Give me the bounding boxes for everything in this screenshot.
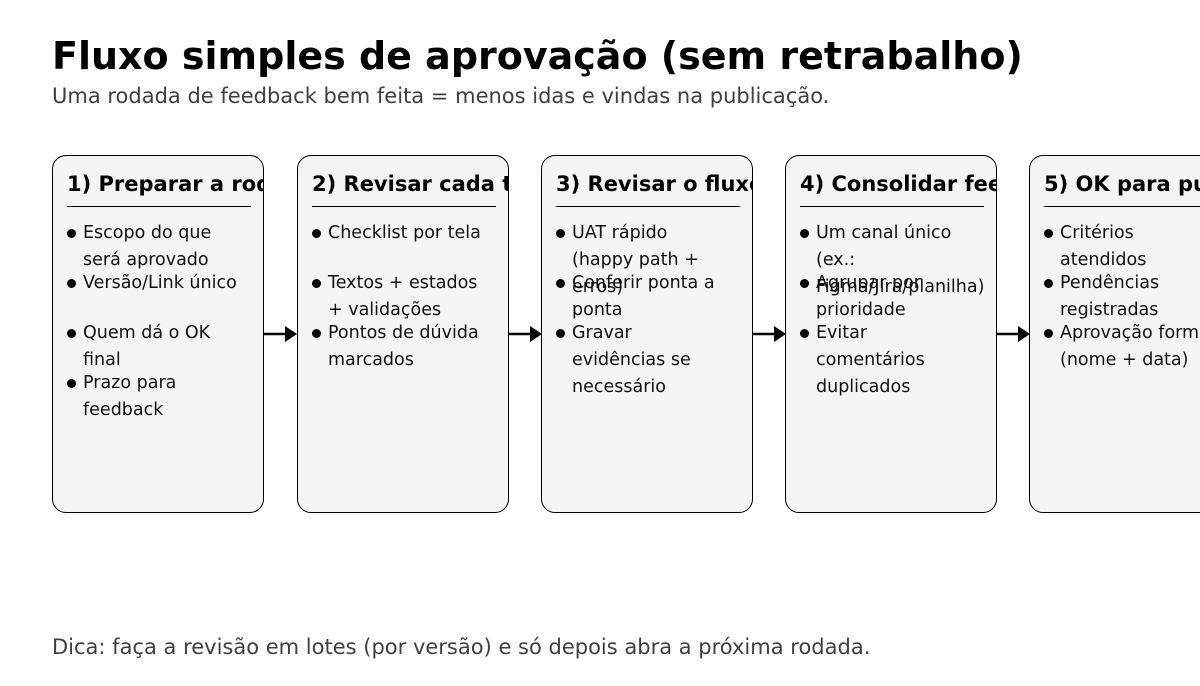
step-item: Conferir ponta a ponta [572, 273, 715, 320]
bullet-icon [800, 279, 809, 288]
bullet-icon [67, 379, 76, 388]
bullet-icon [312, 329, 321, 338]
step-card-2: 2) Revisar cada tela Checklist por tela … [297, 155, 509, 513]
step-item: Pontos de dúvida marcados [328, 323, 479, 370]
step-divider [67, 206, 251, 207]
bullet-icon [67, 229, 76, 238]
tip-text: Dica: faça a revisão em lotes (por versã… [52, 635, 871, 659]
step-item: Prazo para feedback [83, 373, 177, 420]
step-divider [800, 206, 984, 207]
step-item: Versão/Link único [83, 273, 237, 293]
bullet-icon [556, 229, 565, 238]
step-item: Agrupar por prioridade [816, 273, 921, 320]
step-item: Textos + estados + validações [328, 273, 478, 320]
step-card-4: 4) Consolidar feedback Um canal único (e… [785, 155, 997, 513]
step-item: Um canal único (ex.: Figma/Jira/planilha… [816, 223, 985, 297]
arrow-right-icon [997, 326, 1030, 342]
step-divider [312, 206, 496, 207]
step-card-3: 3) Revisar o fluxo UAT rápido (happy pat… [541, 155, 753, 513]
step-item: Critérios atendidos [1060, 223, 1147, 270]
step-title: 3) Revisar o fluxo [556, 172, 753, 196]
step-title: 5) OK para publicar [1044, 172, 1200, 196]
arrow-right-icon [264, 326, 297, 342]
bullet-icon [800, 329, 809, 338]
bullet-icon [1044, 279, 1053, 288]
bullet-icon [556, 279, 565, 288]
step-item: Checklist por tela [328, 223, 481, 243]
bullet-icon [312, 229, 321, 238]
arrow-right-icon [509, 326, 542, 342]
step-title: 1) Preparar a rodada [67, 172, 263, 196]
bullet-icon [556, 329, 565, 338]
step-card-1: 1) Preparar a rodada Escopo do que será … [52, 155, 264, 513]
step-divider [1044, 206, 1200, 207]
diagram-title: Fluxo simples de aprovação (sem retrabal… [52, 34, 1023, 78]
step-item: Quem dá o OK final [83, 323, 211, 370]
diagram-subtitle: Uma rodada de feedback bem feita = menos… [52, 84, 830, 108]
step-item: Gravar evidências se necessário [572, 323, 691, 397]
bullet-icon [1044, 229, 1053, 238]
bullet-icon [1044, 329, 1053, 338]
step-title: 2) Revisar cada tela [312, 172, 508, 196]
bullet-icon [312, 279, 321, 288]
arrow-right-icon [753, 326, 786, 342]
bullet-icon [67, 329, 76, 338]
step-item: UAT rápido (happy path + erros) [572, 223, 699, 297]
step-item: Aprovação formal (nome + data) [1060, 323, 1200, 370]
bullet-icon [800, 229, 809, 238]
step-item: Evitar comentários duplicados [816, 323, 925, 397]
step-item: Pendências registradas [1060, 273, 1160, 320]
step-title: 4) Consolidar feedback [800, 172, 996, 196]
bullet-icon [67, 279, 76, 288]
step-item: Escopo do que será aprovado [83, 223, 212, 270]
step-divider [556, 206, 740, 207]
step-card-5: 5) OK para publicar Critérios atendidos … [1029, 155, 1200, 513]
